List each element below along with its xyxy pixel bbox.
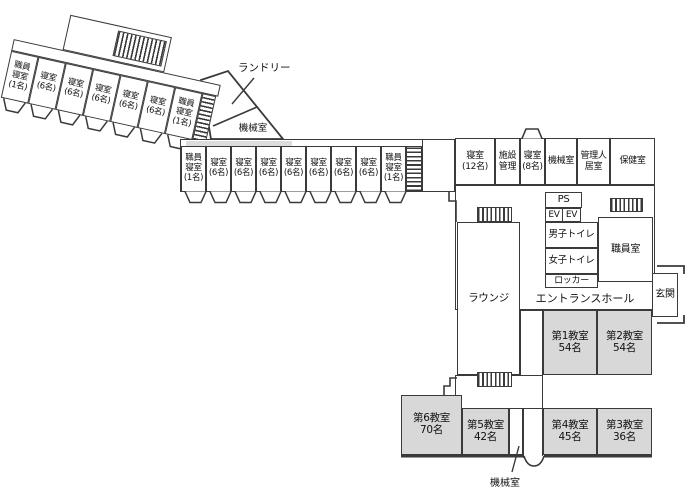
steps-upper xyxy=(448,192,457,222)
room-dorm-8: 寝室 (8名) xyxy=(520,138,545,185)
south-exit-bay xyxy=(523,455,545,467)
north-bay-window xyxy=(521,128,543,139)
machine-room-label-mid: 機械室 xyxy=(238,123,268,134)
machine-room-label-bottom: 機械室 xyxy=(490,478,520,489)
room-lounge: ラウンジ xyxy=(457,222,520,375)
room-infirmary: 保健室 xyxy=(610,138,655,185)
steps-lower xyxy=(443,377,457,395)
room-dorm: 寝室 (6名) xyxy=(231,146,256,192)
room-staff-dorm: 職員 寝室 (1名) xyxy=(181,146,206,192)
laundry-leader-line xyxy=(231,77,255,105)
laundry-label: ランドリー xyxy=(238,62,291,74)
room-classroom-1: 第1教室 54名 xyxy=(543,310,597,375)
room-dorm: 寝室 (6名) xyxy=(306,146,331,192)
room-caretaker: 管理人 居室 xyxy=(577,138,610,185)
stairs-icon xyxy=(610,198,643,212)
room-mens-toilet: 男子トイレ xyxy=(545,222,598,248)
room-entrance: 玄関 xyxy=(652,273,678,317)
room-staff-dorm: 職員 寝室 (1名) xyxy=(381,146,406,192)
elevator-right: EV xyxy=(562,208,581,222)
room-womens-toilet: 女子トイレ xyxy=(545,248,598,274)
upper-dorm-wing: 職員 寝室 (1名) 寝室 (6名) 寝室 (6名) 寝室 (6名) 寝室 (6… xyxy=(0,2,262,172)
stairs-icon xyxy=(477,207,512,222)
pipe-shaft: PS xyxy=(545,192,582,208)
room-dorm: 寝室 (6名) xyxy=(331,146,356,192)
stairs-icon xyxy=(477,372,512,387)
entrance-hall-label: エントランスホール xyxy=(535,292,635,305)
room-dorm: 寝室 (6名) xyxy=(206,146,231,192)
lower-wing-bay-windows xyxy=(184,191,407,204)
room-dorm-12: 寝室 (12名) xyxy=(455,138,495,185)
entrance-wall-top xyxy=(657,265,685,274)
room-machine: 機械室 xyxy=(545,138,577,185)
room-facility-mgmt: 施設 管理 xyxy=(495,138,520,185)
room-classroom-5: 第5教室 42名 xyxy=(462,408,509,455)
room-classroom-3: 第3教室 36名 xyxy=(597,408,652,455)
machine-leader-line xyxy=(511,445,520,473)
room-classroom-2: 第2教室 54名 xyxy=(597,310,652,375)
room-staff-office: 職員室 xyxy=(598,217,653,282)
entrance-wall-bottom xyxy=(657,315,685,324)
room-dorm: 寝室 (6名) xyxy=(281,146,306,192)
room-locker: ロッカー xyxy=(545,274,598,288)
corridor-strip xyxy=(186,141,292,146)
room-classroom-6: 第6教室 70名 xyxy=(401,395,462,455)
corridor-connector xyxy=(422,139,455,192)
junction-divider-wall xyxy=(212,106,258,127)
stairs-icon xyxy=(406,146,422,192)
upper-wing-bay-windows xyxy=(2,98,190,150)
